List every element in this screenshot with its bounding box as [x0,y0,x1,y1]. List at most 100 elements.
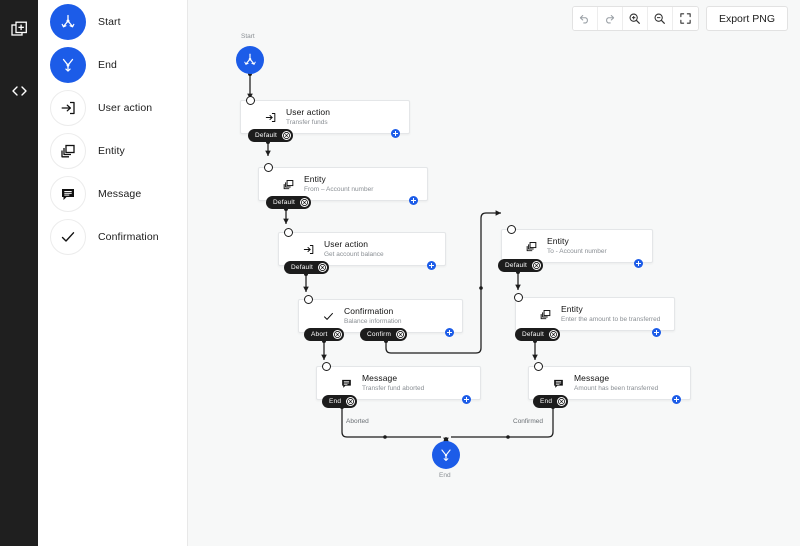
node-title: Confirmation [344,305,394,316]
flow-node-entity-from-account[interactable]: Entity From – Account number [258,167,428,201]
palette-item-user-action[interactable]: User action [38,86,187,129]
close-icon[interactable] [532,261,541,270]
entity-icon [281,177,296,192]
message-icon [50,175,86,212]
user-action-icon [50,89,86,126]
start-node[interactable] [236,46,264,74]
add-next-node-button[interactable] [445,328,454,337]
close-icon[interactable] [282,131,291,140]
node-handle-default[interactable]: Default [515,328,560,341]
palette-item-label: User action [98,101,153,114]
node-title: User action [324,238,369,249]
flow-node-user-action-transfer-funds[interactable]: User action Transfer funds [240,100,410,134]
redo-icon [606,14,615,24]
node-title: Entity [547,235,569,246]
edge-label-aborted: Aborted [346,418,369,425]
node-handle-default[interactable]: Default [498,259,543,272]
node-handle-end[interactable]: End [533,395,569,408]
user-action-icon [301,242,316,257]
node-input-port[interactable] [506,224,516,234]
close-icon[interactable] [346,397,356,406]
palette-item-label: Entity [98,144,125,157]
close-icon[interactable] [396,330,406,339]
close-icon[interactable] [300,198,309,207]
node-input-port[interactable] [245,95,255,105]
node-title: Entity [304,173,326,184]
palette-item-label: Message [98,187,142,200]
pill-label: End [540,398,553,405]
pill-label: Abort [311,331,328,338]
fullscreen-icon [680,13,691,24]
node-input-port[interactable] [263,162,273,172]
canvas-toolbar: Export PNG [571,6,788,31]
zoom-in-icon [629,13,641,24]
node-title: User action [286,106,331,117]
node-subtitle: Transfer funds [286,118,328,126]
node-handle-abort[interactable]: Abort [304,328,344,341]
add-next-node-button[interactable] [427,261,436,270]
flow-node-entity-amount[interactable]: Entity Enter the amount to be transferre… [515,297,675,331]
node-input-port[interactable] [283,227,293,237]
add-next-node-button[interactable] [462,395,471,404]
palette-item-label: Start [98,15,121,28]
end-icon [441,449,451,461]
palette-item-end[interactable]: End [38,43,187,86]
palette-item-label: Confirmation [98,230,159,243]
palette-item-message[interactable]: Message [38,172,187,215]
flow-node-message-aborted[interactable]: Message Transfer fund aborted [316,366,481,400]
close-icon[interactable] [332,330,342,339]
node-handle-confirm[interactable]: Confirm [360,328,408,341]
node-title: Message [362,372,398,383]
node-handle-default[interactable]: Default [248,129,293,142]
add-next-node-button[interactable] [391,129,400,138]
node-subtitle: From – Account number [304,185,374,193]
flow-node-message-transferred[interactable]: Message Amount has been transferred [528,366,691,400]
entity-icon [50,132,86,169]
add-next-node-button[interactable] [652,328,661,337]
export-png-button[interactable]: Export PNG [705,6,788,31]
node-input-port[interactable] [303,294,313,304]
palette-item-entity[interactable]: Entity [38,129,187,172]
palette-item-start[interactable]: Start [38,0,187,43]
flow-node-entity-to-account[interactable]: Entity To - Account number [501,229,653,263]
message-icon [551,376,566,391]
flow-edges [247,72,555,444]
close-icon[interactable] [557,397,567,406]
redo-button[interactable] [597,7,623,30]
undo-icon [580,14,589,24]
pill-label: Default [505,262,527,269]
flow-canvas[interactable]: Export PNG [188,0,800,546]
zoom-in-button[interactable] [622,7,648,30]
node-handle-default[interactable]: Default [266,196,311,209]
entity-icon [538,307,553,322]
node-input-port[interactable] [513,292,523,302]
end-node[interactable] [432,441,460,469]
pill-label: Confirm [367,331,392,338]
confirmation-icon [50,218,86,255]
node-subtitle: Enter the amount to be transferred [561,315,661,323]
end-node-label: End [439,472,451,479]
node-palette: Start End User [38,0,188,546]
fit-screen-button[interactable] [672,7,698,30]
zoom-out-button[interactable] [647,7,673,30]
add-next-node-button[interactable] [634,259,643,268]
pill-label: Default [273,199,295,206]
close-icon[interactable] [549,330,558,339]
close-icon[interactable] [318,263,327,272]
node-handle-default[interactable]: Default [284,261,329,274]
palette-item-confirmation[interactable]: Confirmation [38,215,187,258]
node-input-port[interactable] [321,361,331,371]
add-next-node-button[interactable] [672,395,681,404]
node-handle-end[interactable]: End [322,395,358,408]
add-block-icon[interactable] [0,8,38,50]
node-input-port[interactable] [533,361,543,371]
code-icon[interactable] [0,70,38,112]
zoom-out-icon [654,13,666,24]
pill-label: Default [291,264,313,271]
add-next-node-button[interactable] [409,196,418,205]
undo-button[interactable] [572,7,598,30]
start-icon [50,3,86,40]
start-icon [244,53,256,65]
edge-label-confirmed: Confirmed [513,418,543,425]
user-action-icon [263,110,278,125]
